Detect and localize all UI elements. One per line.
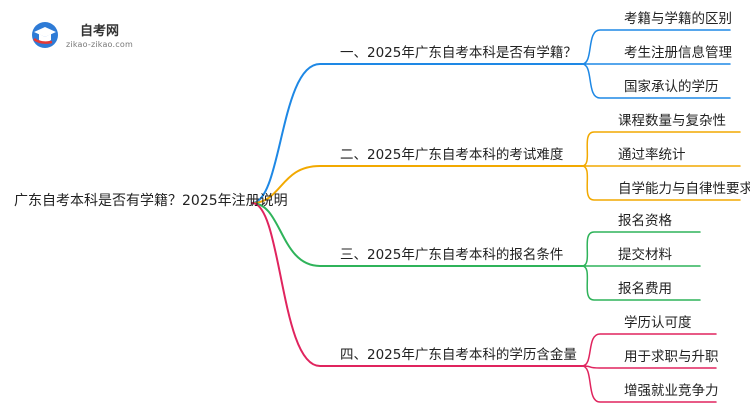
branch-connector-1: [251, 63, 583, 204]
leaf-3-3: 报名费用: [618, 281, 672, 297]
leaf-connector-4-3: [581, 365, 717, 403]
leaf-4-2: 用于求职与升职: [624, 349, 719, 365]
branch-2: 二、2025年广东自考本科的考试难度: [340, 147, 564, 163]
leaf-2-3: 自学能力与自律性要求: [618, 181, 750, 197]
leaf-connector-4-1: [581, 333, 717, 367]
leaf-connector-2-1: [581, 131, 741, 167]
branch-connector-2: [251, 165, 583, 204]
leaf-3-2: 提交材料: [618, 247, 672, 263]
logo-url: zikao-zikao.com: [66, 40, 133, 49]
branch-connector-3: [251, 202, 583, 267]
graduation-cap-icon: [32, 22, 58, 48]
leaf-1-2: 考生注册信息管理: [624, 45, 732, 61]
leaf-connector-3-3: [581, 265, 701, 301]
leaf-connector-4-2: [581, 365, 717, 369]
leaf-connector-1-1: [581, 29, 731, 65]
leaf-4-1: 学历认可度: [624, 315, 692, 331]
leaf-3-1: 报名资格: [618, 213, 672, 229]
leaf-4-3: 增强就业竞争力: [624, 383, 719, 399]
root-topic: 广东自考本科是否有学籍？2025年注册说明: [14, 193, 288, 209]
leaf-1-1: 考籍与学籍的区别: [624, 11, 732, 27]
leaf-1-3: 国家承认的学历: [624, 79, 719, 95]
branch-connector-4: [251, 202, 583, 367]
leaf-2-2: 通过率统计: [618, 147, 686, 163]
site-logo: 自考网 zikao-zikao.com: [30, 18, 150, 52]
leaf-connector-3-1: [581, 231, 701, 267]
leaf-connector-1-3: [581, 63, 731, 99]
logo-title: 自考网: [80, 24, 120, 39]
branch-1: 一、2025年广东自考本科是否有学籍？: [340, 45, 577, 61]
leaf-connector-2-3: [581, 165, 741, 201]
leaf-2-1: 课程数量与复杂性: [618, 113, 726, 129]
branch-4: 四、2025年广东自考本科的学历含金量: [340, 347, 577, 363]
branch-3: 三、2025年广东自考本科的报名条件: [340, 247, 564, 263]
